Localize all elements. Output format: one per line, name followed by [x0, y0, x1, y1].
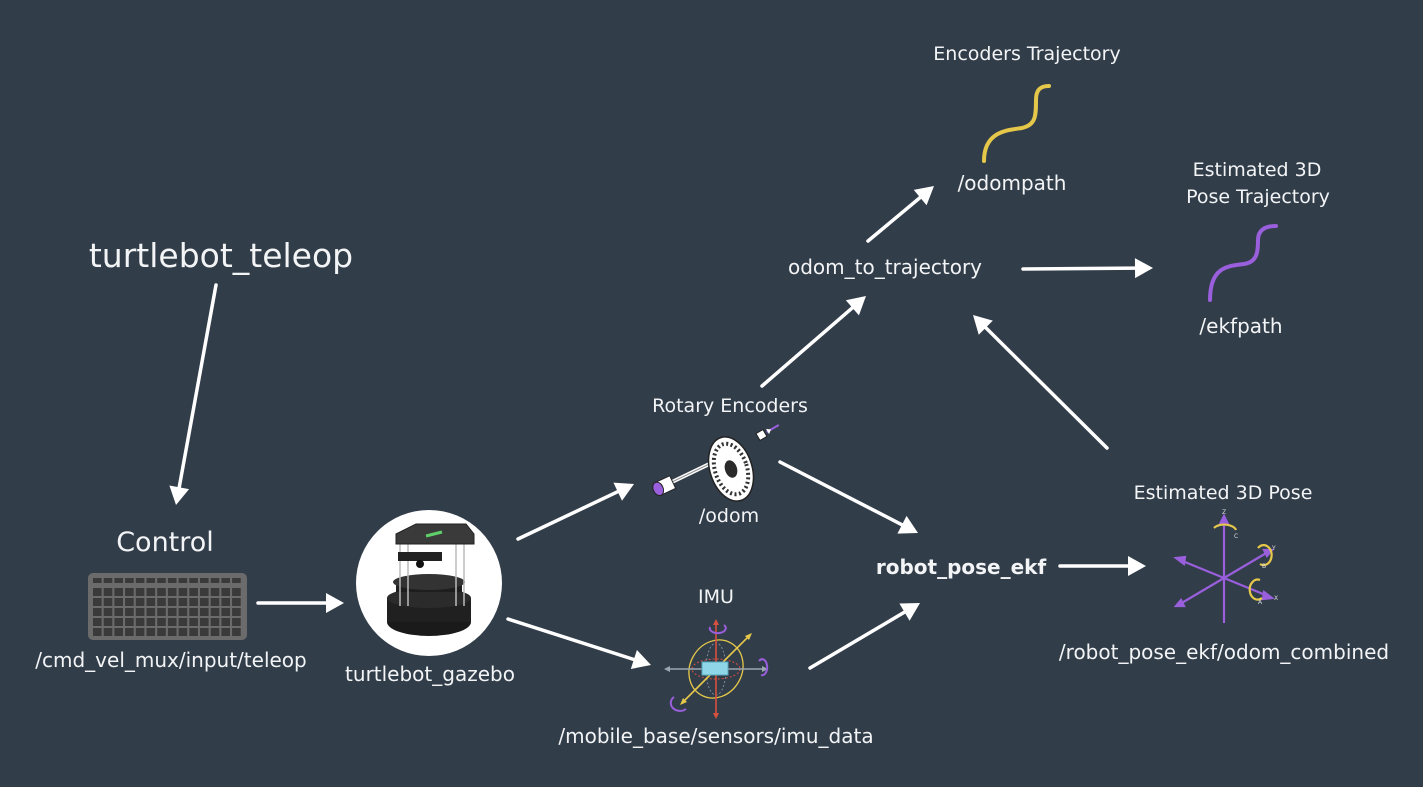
ekfpath-topic: /ekfpath	[1199, 314, 1283, 338]
encoders-trajectory-title: Encoders Trajectory	[933, 43, 1121, 65]
odom-to-trajectory-node-label: odom_to_trajectory	[787, 255, 983, 279]
keyboard-icon	[88, 573, 247, 640]
arrow-encoders-to-ekf	[778, 460, 918, 534]
control-title: Control	[116, 527, 214, 558]
robot-pose-ekf-node-label: robot_pose_ekf	[875, 555, 1047, 579]
encoders-trajectory-curve	[982, 84, 1051, 163]
rotary-encoders-title: Rotary Encoders	[652, 395, 808, 417]
arrow-gazebo-to-imu	[506, 617, 651, 670]
arrow-pose-to-odomtraj	[973, 315, 1109, 450]
arrow-odomtraj-to-odompath	[866, 186, 934, 243]
imu-gyroscope-icon	[664, 619, 769, 719]
axis-label-z: Z	[1222, 509, 1226, 516]
gazebo-node-label: turtlebot_gazebo	[345, 662, 515, 686]
axis-label-x: X	[1274, 595, 1278, 602]
ekf-trajectory-title-line1: Estimated 3D	[1192, 159, 1322, 181]
ekf-trajectory-title-line2: Pose Trajectory	[1186, 186, 1330, 208]
axis-label-a: A	[1258, 599, 1263, 606]
arrow-imu-to-ekf	[808, 603, 920, 670]
arrow-teleop-to-control	[169, 283, 218, 505]
ekf-trajectory-curve	[1208, 224, 1278, 302]
imu-title: IMU	[698, 586, 734, 608]
rotary-encoder-icon	[652, 424, 780, 502]
arrow-encoders-to-odomtraj	[760, 296, 866, 388]
3d-axes-icon: Z C Y B X A	[1173, 509, 1278, 623]
arrow-odomtraj-to-ekfpath	[1021, 258, 1153, 279]
control-topic: /cmd_vel_mux/input/teleop	[35, 648, 307, 672]
odompath-topic: /odompath	[957, 171, 1067, 195]
imu-topic: /mobile_base/sensors/imu_data	[558, 724, 874, 748]
axis-label-y: Y	[1271, 545, 1276, 552]
estimated-pose-title: Estimated 3D Pose	[1133, 482, 1313, 504]
arrow-gazebo-to-encoders	[516, 482, 634, 541]
arrow-control-to-gazebo	[256, 593, 344, 613]
odom-combined-topic: /robot_pose_ekf/odom_combined	[1058, 640, 1390, 664]
turtlebot-robot-icon	[356, 510, 502, 656]
odom-topic: /odom	[698, 505, 760, 527]
axis-label-c: C	[1234, 533, 1238, 540]
axis-label-b: B	[1262, 563, 1266, 570]
teleop-node-label: turtlebot_teleop	[88, 236, 354, 275]
arrow-ekf-to-pose	[1058, 556, 1146, 576]
